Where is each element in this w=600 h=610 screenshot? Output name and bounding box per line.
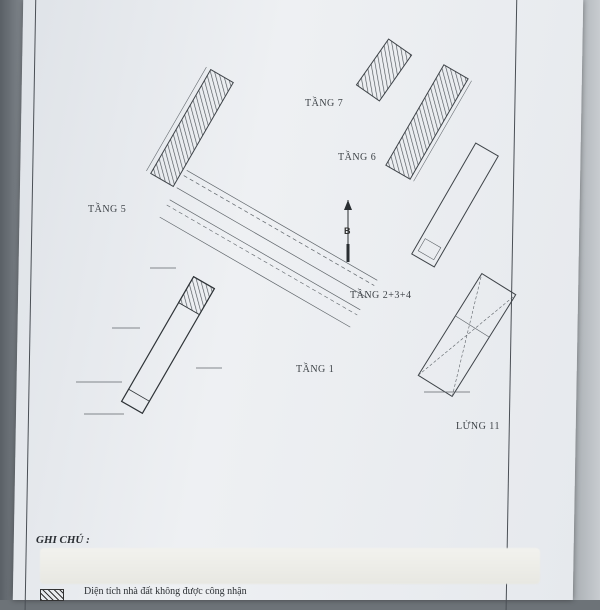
label-tang-2-3-4: TẦNG 2+3+4 (350, 290, 412, 301)
plan-tang-7 (355, 38, 413, 102)
label-lung: LỬNG 11 (456, 421, 500, 432)
plan-tang-6 (385, 64, 472, 182)
legend-hatch-swatch (40, 589, 64, 601)
legend-text: Diện tích nhà đất không được công nhận (84, 586, 247, 597)
label-tang-6: TẦNG 6 (338, 152, 377, 163)
north-label: B (344, 226, 351, 236)
notes-label: GHI CHÚ : (36, 534, 90, 546)
label-tang-1: TẦNG 1 (296, 364, 335, 375)
plan-tang-5 (146, 66, 234, 188)
plan-lung (417, 272, 517, 398)
plan-tang-2-3-4 (411, 142, 499, 268)
redaction-mark (40, 548, 540, 584)
plan-tang-1 (120, 275, 216, 415)
road-lines (159, 170, 378, 328)
dimension-leaders (76, 267, 470, 415)
label-tang-5: TẦNG 5 (88, 204, 127, 215)
label-tang-7: TẦNG 7 (305, 98, 344, 109)
north-arrow-icon (344, 200, 352, 262)
